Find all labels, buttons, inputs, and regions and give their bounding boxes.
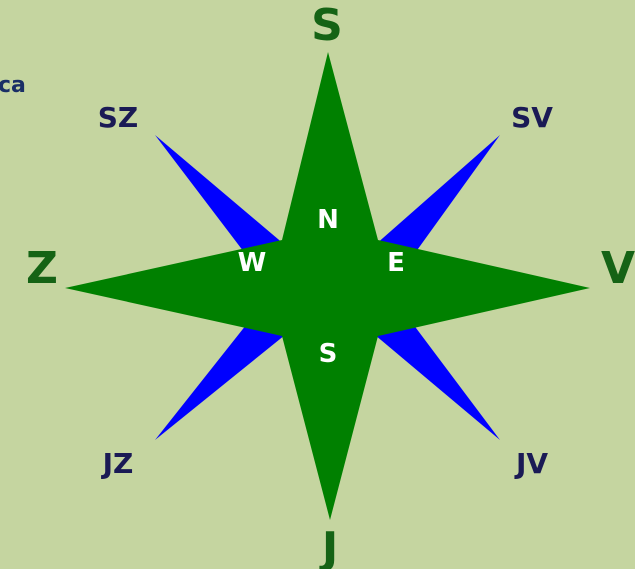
- south-label: J: [319, 523, 338, 569]
- southwest-label: JZ: [101, 447, 134, 480]
- north-label: S: [311, 0, 343, 51]
- inner-west-label: W: [238, 248, 267, 278]
- inner-east-label: E: [387, 248, 405, 278]
- northeast-label: SV: [511, 101, 553, 134]
- northwest-label: SZ: [98, 101, 138, 134]
- inner-north-label: N: [317, 205, 339, 235]
- caption-fragment: ca: [0, 73, 26, 98]
- inner-south-label: S: [319, 339, 338, 369]
- southeast-label: JV: [514, 447, 548, 480]
- east-label: V: [601, 243, 635, 294]
- west-label: Z: [26, 243, 58, 294]
